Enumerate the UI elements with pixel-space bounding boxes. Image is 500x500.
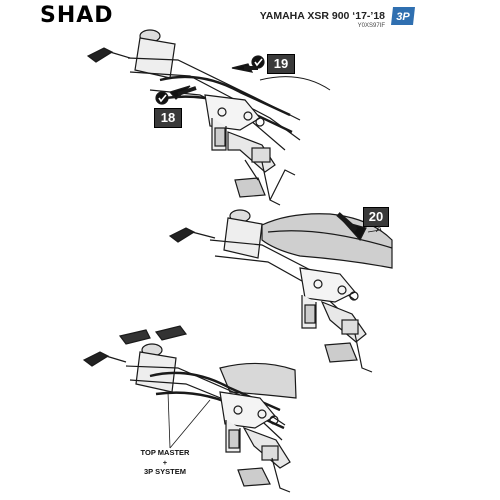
point-a-label: A [376, 224, 383, 234]
step-19-label: 19 [267, 54, 295, 74]
3p-system-badge: 3P [391, 7, 415, 25]
product-code: Y0XS97IF [357, 23, 385, 29]
panel-1-illustration [86, 29, 331, 206]
check-icon [251, 55, 265, 69]
turn-signal-icon [168, 227, 196, 243]
step-20-label: 20 [363, 207, 389, 227]
badge-label: 3P [396, 11, 410, 23]
model-title: YAMAHA XSR 900 ‘17-’18 [259, 10, 385, 22]
check-icon [155, 91, 169, 105]
caption-top-master-3p: TOP MASTER + 3P SYSTEM [120, 448, 210, 477]
caption-line-1: TOP MASTER [140, 448, 190, 457]
brand-logo: SHAD [40, 3, 114, 28]
turn-signal-icon [86, 47, 114, 63]
step-18-label: 18 [154, 108, 182, 128]
panel-2-illustration [168, 209, 393, 373]
caption-line-3: 3P SYSTEM [144, 467, 186, 476]
caption-line-2: + [162, 457, 168, 467]
panel-3-illustration [82, 325, 297, 493]
turn-signal-icon [82, 351, 110, 367]
